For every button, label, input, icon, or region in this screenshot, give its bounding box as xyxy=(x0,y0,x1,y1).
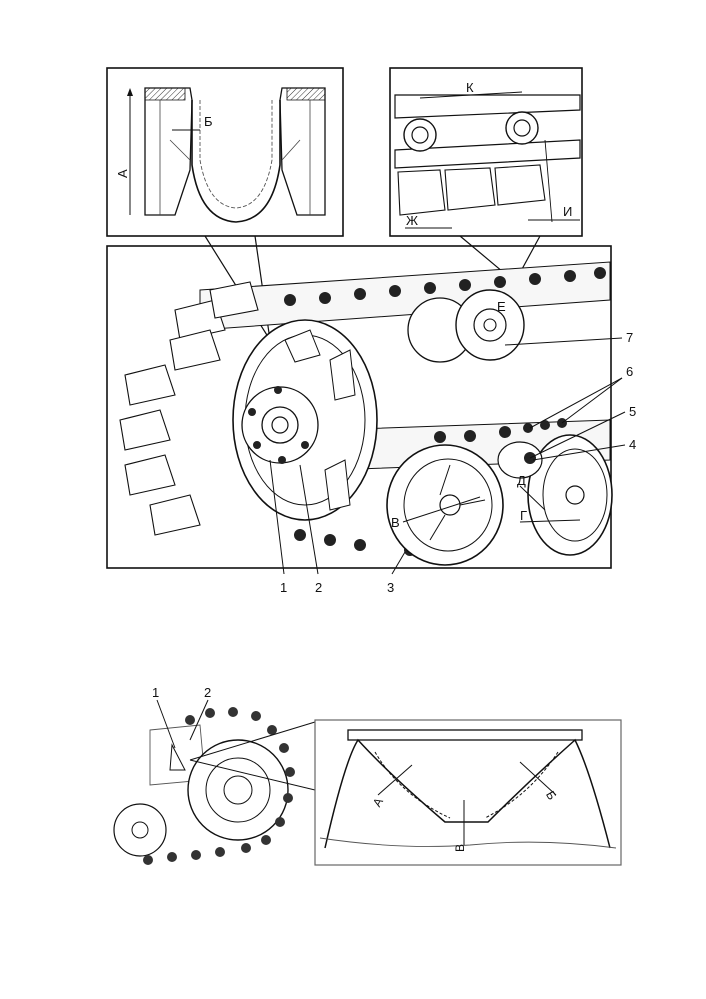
sprocket-sketch xyxy=(113,707,295,865)
label-D: Д xyxy=(517,473,526,488)
bottom-figure: 1 2 А Б В xyxy=(113,685,622,866)
bottom-label-V: В xyxy=(453,844,467,852)
callout-7: 7 xyxy=(626,330,633,345)
label-I: И xyxy=(563,204,572,219)
callout-4: 4 xyxy=(629,437,636,452)
callout-5: 5 xyxy=(629,404,636,419)
road-wheel-left xyxy=(386,444,504,566)
track-pins-upper xyxy=(284,267,606,306)
label-G: Г xyxy=(520,508,527,523)
callout-3: 3 xyxy=(387,580,394,595)
label-Zh: Ж xyxy=(406,213,418,228)
bottom-callout-2: 2 xyxy=(204,685,211,700)
label-E: Е xyxy=(497,299,506,314)
support-roller-7 xyxy=(407,289,525,363)
label-B: Б xyxy=(204,114,213,129)
callout-1: 1 xyxy=(280,580,287,595)
left-inset-tooth-profile: А Б xyxy=(106,67,344,237)
label-V: В xyxy=(391,515,400,530)
bottom-inset-wear-profile: А Б В xyxy=(314,719,622,866)
callout-6: 6 xyxy=(626,364,633,379)
track-grousers xyxy=(119,281,259,536)
label-K: К xyxy=(466,80,474,95)
drive-wheel xyxy=(232,319,378,521)
bottom-callout-1: 1 xyxy=(152,685,159,700)
callout-2: 2 xyxy=(315,580,322,595)
track-assembly xyxy=(119,261,613,566)
label-A: А xyxy=(115,169,130,178)
top-figure: А Б xyxy=(106,67,636,595)
road-wheel-right xyxy=(497,434,613,556)
right-inset-track-links: К Ж И xyxy=(389,67,583,237)
